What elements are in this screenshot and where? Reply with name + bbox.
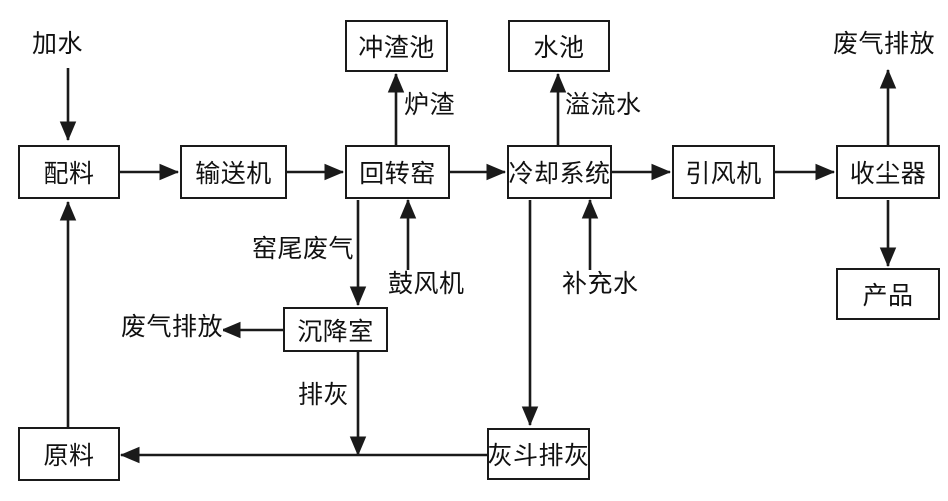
- node-label: 产品: [862, 283, 914, 310]
- node-shuichi[interactable]: 水池: [508, 20, 610, 72]
- node-label: 沉降室: [297, 318, 374, 346]
- edge-label-text: 溢流水: [565, 92, 642, 119]
- node-huizhuanyao[interactable]: 回转窑: [345, 145, 450, 199]
- node-chongzhachi[interactable]: 冲渣池: [345, 20, 448, 72]
- edge-label-text: 排灰: [298, 382, 350, 409]
- node-lengquexitong[interactable]: 冷却系统: [507, 145, 612, 199]
- node-yuanliao[interactable]: 原料: [18, 427, 120, 481]
- node-chanpin[interactable]: 产品: [836, 268, 940, 320]
- node-huidoupaihui[interactable]: 灰斗排灰: [487, 428, 590, 480]
- edge-label-text: 鼓风机: [388, 271, 465, 298]
- edge-label-jiashui: 加水: [32, 31, 84, 59]
- node-chenjiangshi[interactable]: 沉降室: [283, 307, 388, 352]
- node-yinfengji[interactable]: 引风机: [672, 145, 775, 199]
- edge-label-text: 废气排放: [833, 31, 936, 58]
- node-label: 引风机: [685, 161, 762, 188]
- node-label: 冲渣池: [358, 35, 435, 62]
- edge-label-feiqi-paifang-left: 废气排放: [121, 314, 224, 342]
- node-label: 水池: [533, 35, 585, 62]
- edge-label-paihui: 排灰: [298, 382, 350, 410]
- edge-label-text: 补充水: [562, 271, 639, 298]
- edge-label-yaowei-feiqi: 窑尾废气: [252, 236, 355, 264]
- edge-label-luzha: 炉渣: [404, 92, 456, 120]
- edge-label-buchongshui: 补充水: [562, 271, 639, 299]
- node-label: 回转窑: [359, 161, 436, 188]
- node-shouchenqi[interactable]: 收尘器: [836, 145, 940, 199]
- edge-label-gufengji: 鼓风机: [388, 271, 465, 299]
- node-peiliao[interactable]: 配料: [18, 145, 120, 199]
- edge-label-yiliushui: 溢流水: [565, 92, 642, 120]
- node-label: 原料: [43, 443, 95, 470]
- edge-label-text: 加水: [32, 31, 84, 58]
- node-label: 冷却系统: [508, 161, 611, 188]
- node-label: 灰斗排灰: [487, 443, 590, 470]
- node-label: 收尘器: [849, 161, 927, 188]
- edge-label-text: 炉渣: [404, 92, 456, 119]
- edge-label-feiqi-paifang-top-right: 废气排放: [833, 31, 936, 59]
- node-label: 输送机: [195, 161, 272, 188]
- edge-label-text: 窑尾废气: [252, 236, 355, 263]
- node-label: 配料: [43, 161, 95, 188]
- edge-label-text: 废气排放: [121, 314, 224, 341]
- node-shusongji[interactable]: 输送机: [180, 145, 287, 199]
